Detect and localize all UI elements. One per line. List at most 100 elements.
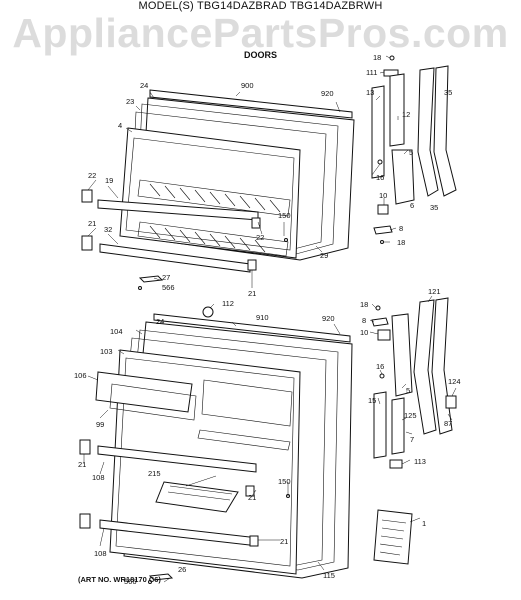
callout: 87 [444,419,452,428]
callout: 4 [118,121,122,130]
callout: 113 [414,457,426,466]
hinge-arm-121b [431,297,453,435]
callout: 7 [410,435,414,444]
callouts-lower-hinge: 18 8 10 121 16 5 124 15 125 87 7 113 1 [360,287,461,528]
callout: 35 [430,203,438,212]
door-stop-13 [371,85,385,179]
callout: 18 [373,53,381,62]
callout: 106 [74,371,87,380]
callout: 121 [428,287,441,296]
callout: 125 [404,411,417,420]
callout: 103 [100,347,113,356]
fresh-food-liner-recess [115,357,295,567]
callout: 124 [448,377,461,386]
literature-lines [379,519,407,556]
screw-18-top [389,55,395,61]
leader-lines [83,55,457,583]
bracket-124 [445,395,457,409]
hinge-5 [391,149,415,205]
callout: 21 [248,289,256,298]
callout: 21 [280,537,288,546]
shelf-clip-21 [81,235,93,251]
callout: 18 [397,238,405,247]
callout: 23 [126,97,134,106]
callout: 13 [366,88,374,97]
fresh-food-door-assembly [79,306,353,584]
callouts-upper-hinge: 18 111 13 12 35 5 16 10 6 35 8 18 [366,53,452,247]
callouts-freezer-door: 900 920 24 23 4 22 19 21 32 150 22 29 27… [88,81,334,298]
shelf-clip-22b [251,217,261,229]
model-title: MODEL(S) TBG14DAZBRAD TBG14DAZBRWH [138,0,383,12]
door-shelf-upper [197,429,291,451]
hinge-12 [389,73,405,147]
callout: 112 [222,299,234,308]
callout: 900 [241,81,254,90]
shim-26 [148,573,174,581]
cover-10-lower [377,329,391,341]
callout: 150 [278,211,291,220]
art-number: (ART NO. WR18170 C6) [78,575,161,584]
callout: 920 [322,314,335,323]
freezer-door-assembly [81,89,355,290]
hinge-125 [391,397,405,455]
callout: 16 [376,362,384,371]
section-title: DOORS [243,50,277,60]
dairy-door-106 [95,371,193,413]
callout: 215 [148,469,161,478]
hinge-arm-6 [417,67,439,197]
door-top-strip [149,89,353,119]
callout: 10 [379,191,387,200]
cap-113 [389,459,403,469]
shelf-bar-32 [99,243,251,273]
cover-10 [377,204,389,215]
plug-112 [202,306,214,318]
shelf-clip-21-right-upper [245,485,255,497]
callout: 99 [96,420,104,429]
screw-16-lower [379,373,385,379]
callout: 6 [410,201,414,210]
freezer-shelf-ribs-lower [149,225,266,253]
shim-27 [138,275,164,283]
screw-150 [284,238,288,242]
stop-15 [373,391,387,459]
callout: 32 [104,225,112,234]
callout: 10 [360,328,368,337]
freezer-liner-recess [125,137,295,251]
callout: 910 [256,313,269,322]
screw-18-lower [375,305,381,311]
screw-18-bottom [380,240,384,244]
callout: 12 [402,110,410,119]
door-top-strip-910 [153,313,351,343]
callout: 22 [256,233,264,242]
callout: 19 [105,176,113,185]
washer-8-lower [371,317,389,327]
upper-hinge-parts [371,55,457,244]
freezer-shelf-lower [137,221,289,257]
shelf-bar-108-upper [97,445,257,473]
callout: 24 [140,81,148,90]
callout: 15 [368,396,376,405]
callout: 5 [409,148,413,157]
callout: 108 [94,549,107,558]
shelf-clip-22 [81,189,93,203]
dairy-compartment [201,379,293,427]
shelf-clip-21-left-lower [79,513,91,529]
hinge-arm-35 [433,65,457,197]
callout: 8 [362,316,366,325]
callout: 566 [124,577,137,586]
shelf-clip-21b [247,259,257,271]
callout: 8 [399,224,403,233]
shelf-clip-21-right-lower [249,535,259,547]
callout: 21 [78,460,86,469]
callout: 5 [406,386,410,395]
callout: 18 [360,300,368,309]
callouts-fresh-food-door: 112 24 910 920 104 103 106 99 21 108 215… [74,299,335,586]
callout: 16 [376,173,384,182]
callout: 115 [323,571,335,580]
callout: 21 [248,493,256,502]
screw-566 [138,286,142,290]
callout: 111 [366,68,377,77]
callout: 27 [162,273,170,282]
